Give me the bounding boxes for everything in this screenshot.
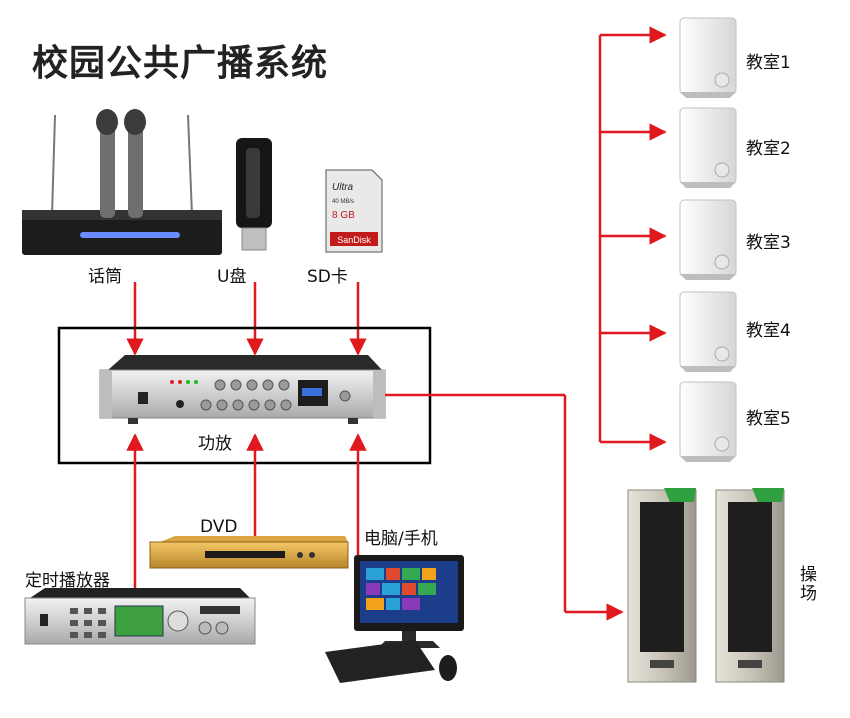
output-wiring [385,35,602,612]
amplifier-icon [99,355,386,424]
classroom-speaker-2-icon [679,107,737,188]
microphone-receiver-icon [22,109,222,255]
playground-column-speaker-right-icon [715,488,785,683]
timer-player-icon [24,588,256,645]
timer-player-label: 定时播放器 [25,571,110,591]
usb-drive-label: U盘 [217,267,247,287]
classroom-3-label: 教室3 [746,233,791,253]
classroom-speaker-5-icon [679,381,737,462]
classroom-4-label: 教室4 [746,321,791,341]
classroom-2-label: 教室2 [746,139,791,159]
sd-card-label: SD卡 [307,267,348,287]
usb-drive-icon [236,138,272,251]
computer-phone-label: 电脑/手机 [364,529,438,549]
classroom-speaker-4-icon [679,291,737,372]
diagram-title: 校园公共广播系统 [32,43,329,84]
dvd-player-icon [149,536,349,569]
dvd-label: DVD [200,517,238,537]
computer-icon [325,555,464,683]
classroom-1-label: 教室1 [746,53,791,73]
sd-capacity-text: 8 GB [332,210,355,221]
classroom-speaker-3-icon [679,199,737,280]
sd-speed-text: 40 MB/s [332,199,354,205]
sd-line-text: Ultra [332,182,354,193]
classroom-speaker-1-icon [679,17,737,98]
classroom-5-label: 教室5 [746,409,791,429]
sd-card-icon: SanDisk Ultra 40 MB/s 8 GB [325,169,383,253]
microphone-label: 话筒 [88,267,122,287]
playground-column-speaker-left-icon [627,488,697,683]
sd-brand-text: SanDisk [337,235,371,245]
playground-label: 操场 [796,565,816,603]
amplifier-label: 功放 [198,434,232,454]
